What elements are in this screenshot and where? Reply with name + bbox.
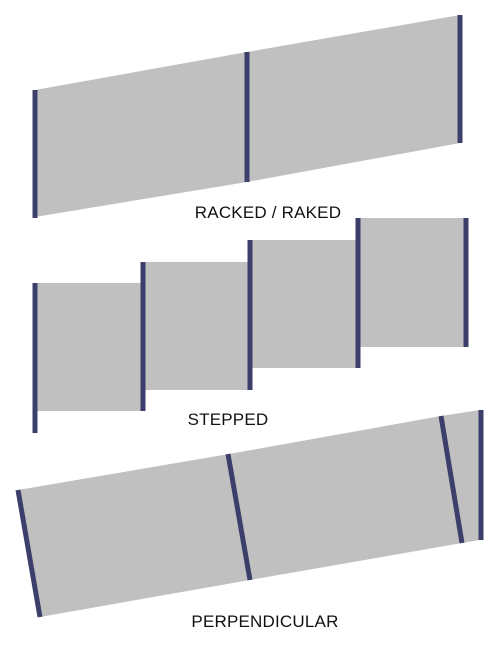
perpendicular-label: PERPENDICULAR [191,612,338,631]
racked-panel-left [35,52,247,217]
racked-panel-right [247,15,460,182]
stepped-panel-4 [358,218,466,347]
racked-label: RACKED / RAKED [195,203,341,222]
stepped-panel-1 [35,283,143,411]
racked-fence [32,15,463,218]
perpendicular-post-3 [438,415,465,544]
stepped-label: STEPPED [188,410,269,429]
perpendicular-post-1 [15,489,43,618]
stepped-fence [32,218,469,433]
stepped-panel-2 [143,262,250,390]
perpendicular-post-2 [225,453,253,581]
perpendicular-panel [18,410,480,617]
stepped-panel-3 [250,240,358,368]
perpendicular-fence [15,410,484,618]
